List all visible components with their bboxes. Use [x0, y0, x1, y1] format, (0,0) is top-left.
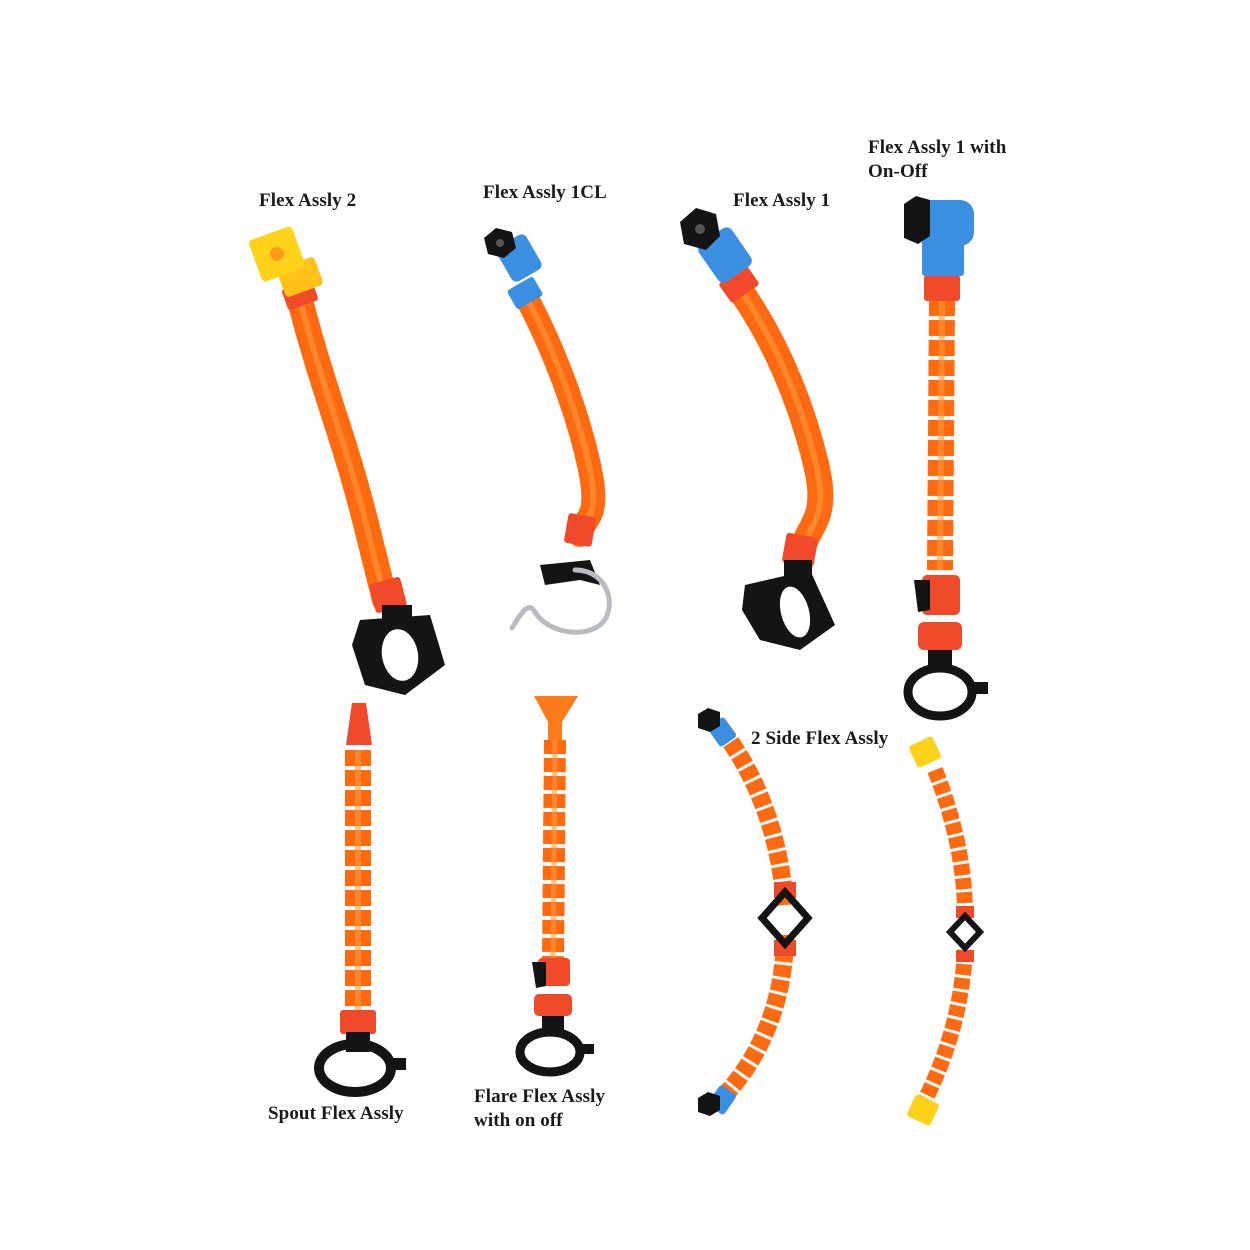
- flex-hose: [727, 277, 834, 568]
- yellow-square-nozzle-icon: [909, 736, 941, 768]
- on-off-valve: [922, 575, 960, 615]
- product-2-side-flex-assly-right: [907, 736, 985, 1126]
- center-ring-clamp-icon: [757, 882, 813, 956]
- spout-nozzle-icon: [346, 703, 372, 745]
- black-clamp-icon: [742, 560, 835, 650]
- label-spout-flex-assly: Spout Flex Assly: [268, 1103, 404, 1124]
- product-flex-assly-1cl: [484, 228, 612, 635]
- flex-hose: [714, 724, 794, 906]
- label-flex-assly-1-on-off-line1: Flex Assly 1 with: [868, 137, 1007, 158]
- ring-clamp-icon: [515, 1027, 594, 1077]
- ring-clamp-icon: [903, 663, 988, 721]
- valve-lever-icon: [914, 580, 930, 612]
- valve-lever-icon: [532, 962, 546, 988]
- steel-hook-icon: [509, 560, 612, 635]
- flex-hose: [713, 934, 794, 1107]
- label-flex-assly-1-on-off-line2: On-Off: [868, 161, 928, 182]
- product-flex-assly-1-on-off: [903, 196, 988, 721]
- blue-elbow: [507, 277, 543, 309]
- flex-hose: [917, 949, 973, 1104]
- flare-nozzle-icon: [534, 696, 578, 740]
- flex-hose: [513, 283, 606, 547]
- product-spout-flex-assly: [314, 703, 406, 1097]
- label-flex-assly-1cl: Flex Assly 1CL: [483, 182, 607, 203]
- label-2-side-flex-assly: 2 Side Flex Assly: [751, 728, 889, 749]
- label-flare-flex-assly-line2: with on off: [474, 1110, 563, 1131]
- label-flex-assly-2: Flex Assly 2: [259, 190, 357, 211]
- flex-hose: [927, 767, 973, 916]
- black-hex-nozzle-icon: [698, 1092, 720, 1116]
- blue-elbow: [922, 238, 964, 276]
- ring-clamp-icon: [314, 1039, 406, 1097]
- label-flare-flex-assly-line1: Flare Flex Assly: [474, 1086, 606, 1107]
- black-clamp-icon: [352, 605, 445, 695]
- product-flex-assly-1: [680, 208, 835, 650]
- black-hex-nozzle-icon: [904, 196, 930, 244]
- yellow-square-nozzle-icon: [907, 1094, 939, 1126]
- product-flex-assly-2: [248, 226, 445, 695]
- product-flare-flex-assly-on-off: [515, 696, 594, 1077]
- product-2-side-flex-assly-left: [698, 708, 813, 1116]
- center-ring-clamp-icon: [945, 906, 985, 962]
- label-flex-assly-1: Flex Assly 1: [733, 190, 831, 211]
- black-hex-nozzle-icon: [698, 708, 720, 732]
